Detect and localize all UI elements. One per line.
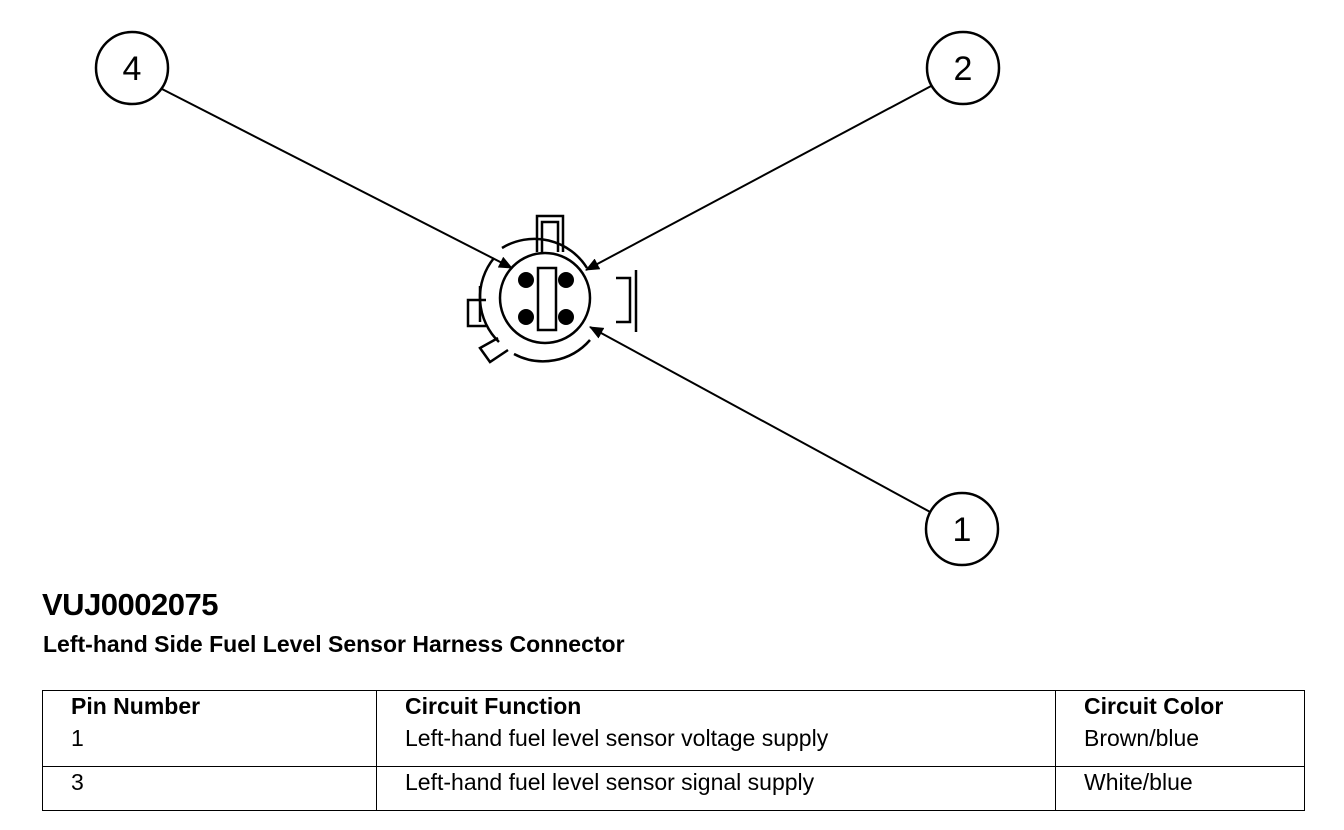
document-id: VUJ0002075 (42, 587, 219, 622)
harness-connector-icon (466, 214, 638, 364)
table-row: 1 Left-hand fuel level sensor voltage su… (42, 723, 1305, 767)
callout-4-label: 4 (123, 50, 142, 88)
figure-caption: Left-hand Side Fuel Level Sensor Harness… (43, 631, 625, 657)
callout-2: 2 (925, 30, 1001, 106)
header-circuit-function: Circuit Function (376, 690, 1056, 723)
cell-pin-number: 1 (42, 723, 377, 767)
callout-2-label: 2 (954, 50, 973, 88)
cell-circuit-function: Left-hand fuel level sensor voltage supp… (376, 723, 1056, 767)
leader-line-4 (159, 87, 513, 269)
table-header-row: Pin Number Circuit Function Circuit Colo… (42, 690, 1305, 723)
header-pin-number: Pin Number (42, 690, 377, 723)
pin-4 (518, 272, 534, 288)
leader-line-1 (589, 326, 933, 514)
header-circuit-color: Circuit Color (1055, 690, 1305, 723)
pin-table: Pin Number Circuit Function Circuit Colo… (42, 690, 1305, 811)
cell-pin-number: 3 (42, 766, 377, 811)
leader-line-2 (585, 84, 934, 271)
connector-diagram: 4 2 1 (94, 30, 1001, 567)
cell-circuit-function: Left-hand fuel level sensor signal suppl… (376, 766, 1056, 811)
connector-pins (518, 272, 574, 325)
pin-1 (558, 309, 574, 325)
table-row: 3 Left-hand fuel level sensor signal sup… (42, 766, 1305, 811)
cell-circuit-color: White/blue (1055, 766, 1305, 811)
callout-4: 4 (94, 30, 170, 106)
callout-1-label: 1 (953, 511, 972, 549)
callout-1: 1 (924, 491, 1000, 567)
pin-3 (518, 309, 534, 325)
cell-circuit-color: Brown/blue (1055, 723, 1305, 767)
pin-2 (558, 272, 574, 288)
